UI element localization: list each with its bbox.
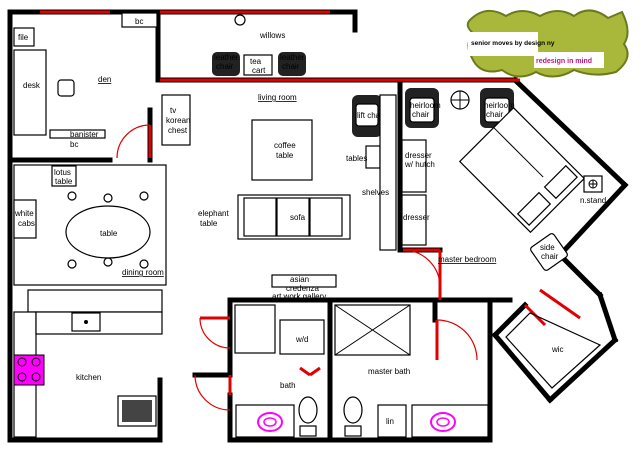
- dresser-hutch-label2: w/ hutch: [404, 160, 435, 169]
- kitchen-counter-top: [27, 289, 163, 313]
- walls: [7, 9, 629, 443]
- desk: [13, 49, 47, 136]
- company-logo: senior moves by design ny redesign in mi…: [462, 2, 638, 84]
- bath-label: bath: [280, 381, 296, 390]
- desk-label: desk: [23, 81, 41, 90]
- mbath-toilet-tank: [344, 425, 362, 437]
- bath-sink: [257, 412, 283, 432]
- mbath-sink: [430, 412, 456, 432]
- banister: [49, 129, 106, 139]
- dining-room-label: dining room: [122, 268, 164, 277]
- credenza-label: credenza: [286, 284, 319, 293]
- leather-chair-left-label: leather: [214, 53, 239, 62]
- wic-label: wic: [551, 345, 564, 354]
- lotus-table-label: lotus: [54, 168, 71, 177]
- mbath-vanity: [411, 404, 489, 438]
- lotus-table-label2: table: [55, 177, 73, 186]
- master-bedroom-label: master bedroom: [438, 255, 497, 264]
- bookcase-top: [121, 12, 158, 28]
- living-room-label: living room: [258, 93, 297, 102]
- lotus-table: [51, 165, 77, 187]
- chest-label: chest: [168, 126, 188, 135]
- living-room: living room tv korean chest coffee table…: [161, 93, 397, 251]
- side-chair: [530, 233, 568, 271]
- heirloom-right-label: heirloom: [484, 101, 515, 110]
- banister-label: banister: [70, 130, 99, 139]
- leather-chair-left: [212, 52, 240, 76]
- logo-graphic: senior moves by design ny redesign in mi…: [466, 9, 629, 78]
- side-chair-label2: chair: [541, 252, 559, 261]
- file-cabinet: [13, 27, 35, 47]
- leather-chair-right-label: leather: [280, 53, 305, 62]
- art-gallery-label: art work gallery: [272, 292, 326, 301]
- lift-chair-label: lift chair: [357, 111, 385, 120]
- dresser-hutch: [401, 139, 427, 193]
- bath-area: w/d bath: [234, 304, 325, 438]
- desk-chair: [57, 79, 75, 97]
- bath-toilet: [298, 396, 318, 424]
- master-bedroom: heirloom chair heirloom chair dresser w/…: [401, 88, 606, 271]
- white-cab-label2: cabs: [18, 219, 35, 228]
- shelves: [379, 94, 397, 251]
- bed: [458, 106, 586, 234]
- asian-credenza: [271, 274, 337, 288]
- heirloom-left-label2: chair: [412, 110, 430, 119]
- windows: [40, 10, 581, 320]
- elephant-table-label: elephant: [198, 209, 229, 218]
- credenza-area: asian credenza art work gallery: [271, 274, 337, 301]
- den: bc file desk den banister bc: [13, 12, 158, 149]
- bc-top-label: bc: [135, 17, 143, 26]
- shelves-label: shelves: [362, 188, 389, 197]
- washer-dryer: [279, 319, 325, 355]
- master-bath-label: master bath: [368, 367, 410, 376]
- tea-cart-label2: cart: [252, 66, 266, 75]
- elephant-table-label2: table: [200, 219, 218, 228]
- tea-cart-label: tea: [250, 57, 262, 66]
- tables-label: tables: [346, 154, 367, 163]
- n-stand-label: n.stand: [580, 196, 606, 205]
- leather-chair-right: [278, 52, 306, 76]
- bc-label: bc: [70, 140, 78, 149]
- leather-chair-right-label2: chair: [282, 62, 300, 71]
- dining-room: lotus table white cabs table dining room: [13, 164, 167, 286]
- tea-cart: [243, 54, 273, 76]
- tv-korean-chest: [161, 94, 191, 146]
- logo-line1: senior moves by design ny: [471, 40, 555, 47]
- heirloom-left-label: heirloom: [410, 101, 441, 110]
- willows-area: willows leather chair tea cart leather c…: [212, 14, 306, 76]
- dresser-label: dresser: [403, 213, 430, 222]
- coffee-table-label: coffee: [274, 141, 296, 150]
- asian-label: asian: [290, 275, 309, 284]
- mbath-toilet: [343, 396, 363, 424]
- tables: [365, 145, 381, 169]
- korean-label: korean: [166, 116, 190, 125]
- table-label: table: [100, 229, 118, 238]
- leather-chair-left-label2: chair: [216, 62, 234, 71]
- sofa-label: sofa: [290, 213, 306, 222]
- coffee-table-label2: table: [276, 151, 294, 160]
- lamp: [234, 14, 246, 26]
- walk-in-closet: wic: [505, 312, 602, 389]
- linen: [377, 404, 407, 438]
- tv-label: tv: [170, 106, 176, 115]
- white-cabinet: [13, 199, 37, 239]
- logo-line2: redesign in mind: [536, 58, 592, 65]
- willows-label: willows: [259, 31, 285, 40]
- den-label: den: [98, 75, 111, 84]
- bath-toilet-tank: [299, 425, 317, 437]
- file-label: file: [18, 33, 29, 42]
- heirloom-right-label2: chair: [486, 110, 504, 119]
- bath-closet: [234, 304, 276, 354]
- kitchen-label: kitchen: [76, 373, 101, 382]
- dresser: [401, 194, 427, 246]
- white-cab-label: white: [14, 209, 34, 218]
- dresser-hutch-label: dresser: [405, 151, 432, 160]
- coffee-table: [251, 119, 313, 181]
- wd-label: w/d: [295, 335, 308, 344]
- master-bath: master bath lin: [334, 304, 489, 438]
- kitchen: kitchen: [13, 289, 163, 438]
- side-chair-label: side: [540, 243, 555, 252]
- lin-label: lin: [386, 417, 394, 426]
